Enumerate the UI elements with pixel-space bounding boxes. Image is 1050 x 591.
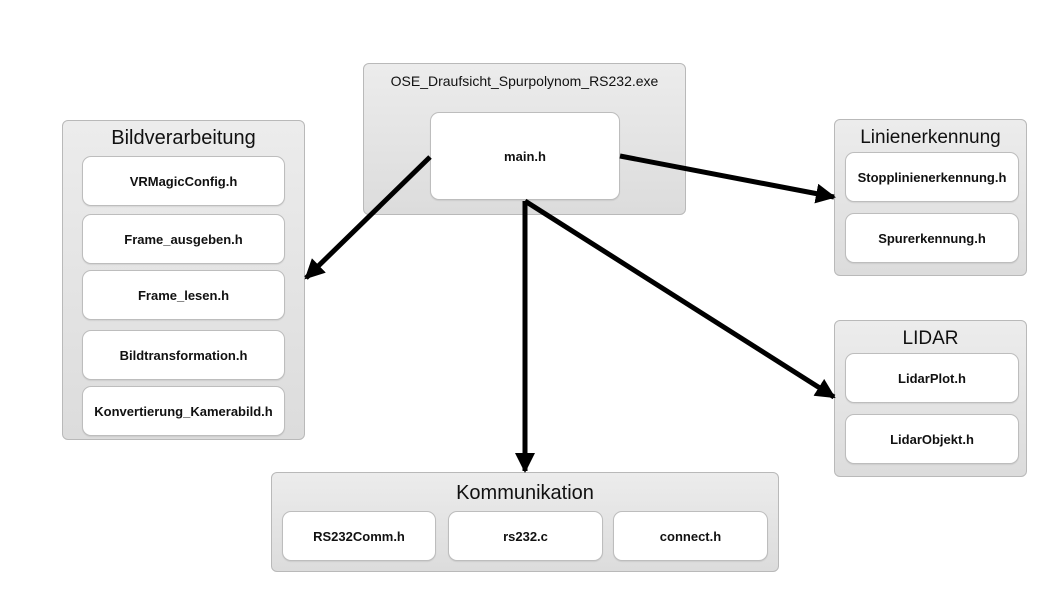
kommunikation-title: Kommunikation — [456, 482, 594, 504]
arrow-to-bildverarbeitung — [304, 155, 432, 280]
main-header-box: main.h — [430, 112, 620, 200]
bildverarbeitung-title: Bildverarbeitung — [111, 127, 256, 149]
linienerkennung-title: Linienerkennung — [860, 127, 1001, 148]
arrow-to-lidar — [523, 198, 836, 400]
file-spurerkennung: Spurerkennung.h — [845, 213, 1019, 263]
file-konvertierung-kamerabild: Konvertierung_Kamerabild.h — [82, 386, 285, 436]
file-stopplinienerkennung: Stopplinienerkennung.h — [845, 152, 1019, 202]
file-bildtransformation: Bildtransformation.h — [82, 330, 285, 380]
arrow-to-linienerkennung — [619, 153, 836, 204]
file-lidarplot: LidarPlot.h — [845, 353, 1019, 403]
file-lidarobjekt: LidarObjekt.h — [845, 414, 1019, 464]
exe-title: OSE_Draufsicht_Spurpolynom_RS232.exe — [390, 73, 659, 89]
file-vrmagicconfig: VRMagicConfig.h — [82, 156, 285, 206]
file-frame-lesen: Frame_lesen.h — [82, 270, 285, 320]
file-rs232comm: RS232Comm.h — [282, 511, 436, 561]
file-rs232-c: rs232.c — [448, 511, 603, 561]
file-connect: connect.h — [613, 511, 768, 561]
lidar-title: LIDAR — [902, 328, 959, 349]
file-frame-ausgeben: Frame_ausgeben.h — [82, 214, 285, 264]
